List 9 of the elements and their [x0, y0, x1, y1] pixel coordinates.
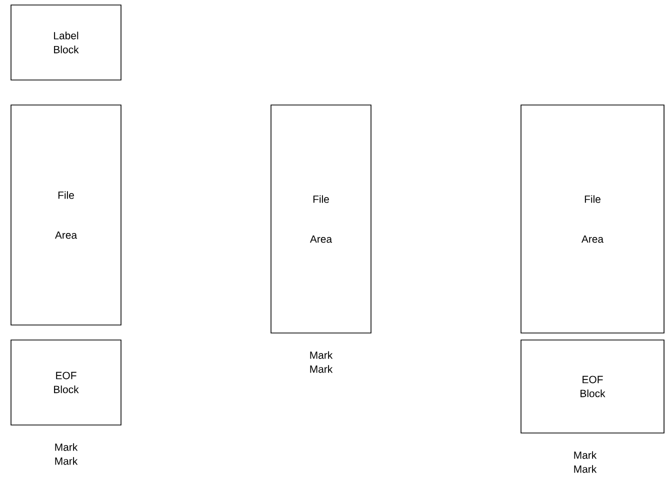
area-box: File Area	[520, 104, 664, 334]
area-box: File Area	[10, 104, 122, 326]
caption-text: Mark Mark	[310, 351, 333, 373]
caption-text: Mark Mark	[55, 443, 78, 465]
text-box: EOF Block	[520, 340, 664, 434]
caption-text: Mark Mark	[574, 451, 597, 473]
area-box: File Area	[270, 104, 372, 334]
text-box: Label Block	[10, 4, 122, 80]
text-box: EOF Block	[10, 340, 122, 426]
